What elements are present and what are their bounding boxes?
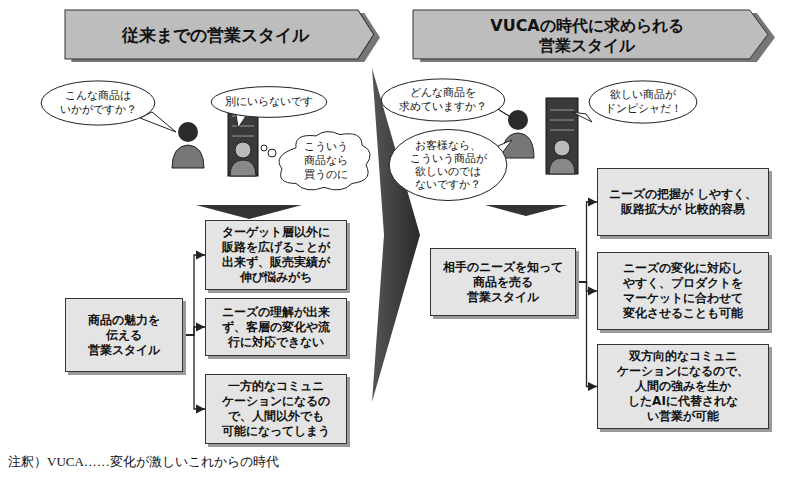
result-box: 一方的なコミュニ ケーションになるの で、人間以外でも 可能になってしまう bbox=[205, 374, 347, 444]
speech-bubble: こんな商品は いかがですか？ bbox=[40, 80, 156, 126]
bracket-connector bbox=[183, 255, 205, 335]
result-box: ニーズの変化に対応し やすく、プロダクトを マーケットに合わせて 変化させること… bbox=[597, 252, 769, 330]
box-text: ニーズの理解が出来 ず、客層の変化や流 行に対応できない bbox=[214, 305, 338, 350]
thought-dot bbox=[261, 145, 267, 151]
bracket-connector bbox=[183, 327, 205, 335]
style-box: 商品の魅力を 伝える 営業スタイル bbox=[65, 298, 183, 372]
speech-bubble: お客様なら、 こういう商品が 欲しいのでは ないですか？ bbox=[388, 128, 508, 202]
header-text: VUCAの時代に求められる 営業スタイル bbox=[472, 16, 702, 56]
section-header: 従来までの営業スタイル bbox=[65, 10, 380, 62]
speech-bubble: どんな商品を 求めていますか？ bbox=[380, 78, 506, 122]
result-box: ニーズの理解が出来 ず、客層の変化や流 行に対応できない bbox=[205, 298, 347, 356]
style-box: 相手のニーズを知って 商品を売る 営業スタイル bbox=[430, 248, 576, 316]
bubble-shape bbox=[211, 87, 327, 118]
bubble-text: 欲しい商品が ドンピシャだ！ bbox=[602, 88, 684, 116]
down-triangle bbox=[485, 205, 568, 216]
thought-cloud: こういう 商品なら 買うのに bbox=[276, 128, 376, 194]
bubble-shape bbox=[589, 81, 697, 123]
header-text: 従来までの営業スタイル bbox=[122, 25, 309, 46]
box-text: 相手のニーズを知って 商品を売る 営業スタイル bbox=[439, 260, 567, 305]
band-shape bbox=[65, 10, 374, 59]
bubble-shape bbox=[389, 129, 507, 200]
box-text: ターゲット層以外に 販路を広げることが 出来ず、販売実績が 伸び悩みがち bbox=[214, 225, 338, 285]
result-box: 双方向的なコミュニ ケーションになるので、 人間の強みを生か したAIに代替され… bbox=[597, 344, 769, 429]
section-header: VUCAの時代に求められる 営業スタイル bbox=[413, 10, 775, 62]
bracket-connector bbox=[576, 282, 597, 387]
bubble-shape bbox=[41, 81, 155, 125]
bubble-text: 別にいらないです bbox=[225, 95, 313, 109]
bubble-text: どんな商品を 求めていますか？ bbox=[394, 86, 492, 114]
down-triangle bbox=[196, 205, 302, 219]
bubble-text: こういう 商品なら 買うのに bbox=[292, 140, 360, 181]
bubble-text: こんな商品は いかがですか？ bbox=[54, 89, 142, 117]
result-box: ニーズの把握が しやすく、販路拡大が 比較的容易 bbox=[597, 168, 769, 236]
thought-dot bbox=[268, 149, 276, 157]
bracket-connector bbox=[576, 202, 597, 282]
bubble-shape bbox=[381, 79, 504, 121]
box-text: ニーズの変化に対応し やすく、プロダクトを マーケットに合わせて 変化させること… bbox=[606, 261, 760, 321]
salesman-figure bbox=[502, 110, 534, 158]
band-shape bbox=[413, 10, 768, 59]
bracket-connector bbox=[183, 335, 205, 409]
cloud-shape bbox=[279, 132, 370, 190]
speech-bubble: 別にいらないです bbox=[210, 86, 328, 118]
result-box: ターゲット層以外に 販路を広げることが 出来ず、販売実績が 伸び悩みがち bbox=[205, 220, 347, 290]
salesman-figure bbox=[172, 122, 204, 168]
box-text: 双方向的なコミュニ ケーションになるので、 人間の強みを生か したAIに代替され… bbox=[606, 349, 760, 424]
speech-bubble: 欲しい商品が ドンピシャだ！ bbox=[588, 80, 698, 124]
customer-figure bbox=[546, 98, 578, 174]
box-text: ニーズの把握が しやすく、販路拡大が 比較的容易 bbox=[606, 187, 760, 217]
box-text: 一方的なコミュニ ケーションになるの で、人間以外でも 可能になってしまう bbox=[214, 379, 338, 439]
box-text: 商品の魅力を 伝える 営業スタイル bbox=[74, 313, 174, 358]
caption-note: 注釈）VUCA……変化が激しいこれからの時代 bbox=[8, 453, 279, 471]
bubble-text: お客様なら、 こういう商品が 欲しいのでは ないですか？ bbox=[402, 139, 494, 192]
bubble-tail bbox=[572, 112, 592, 122]
